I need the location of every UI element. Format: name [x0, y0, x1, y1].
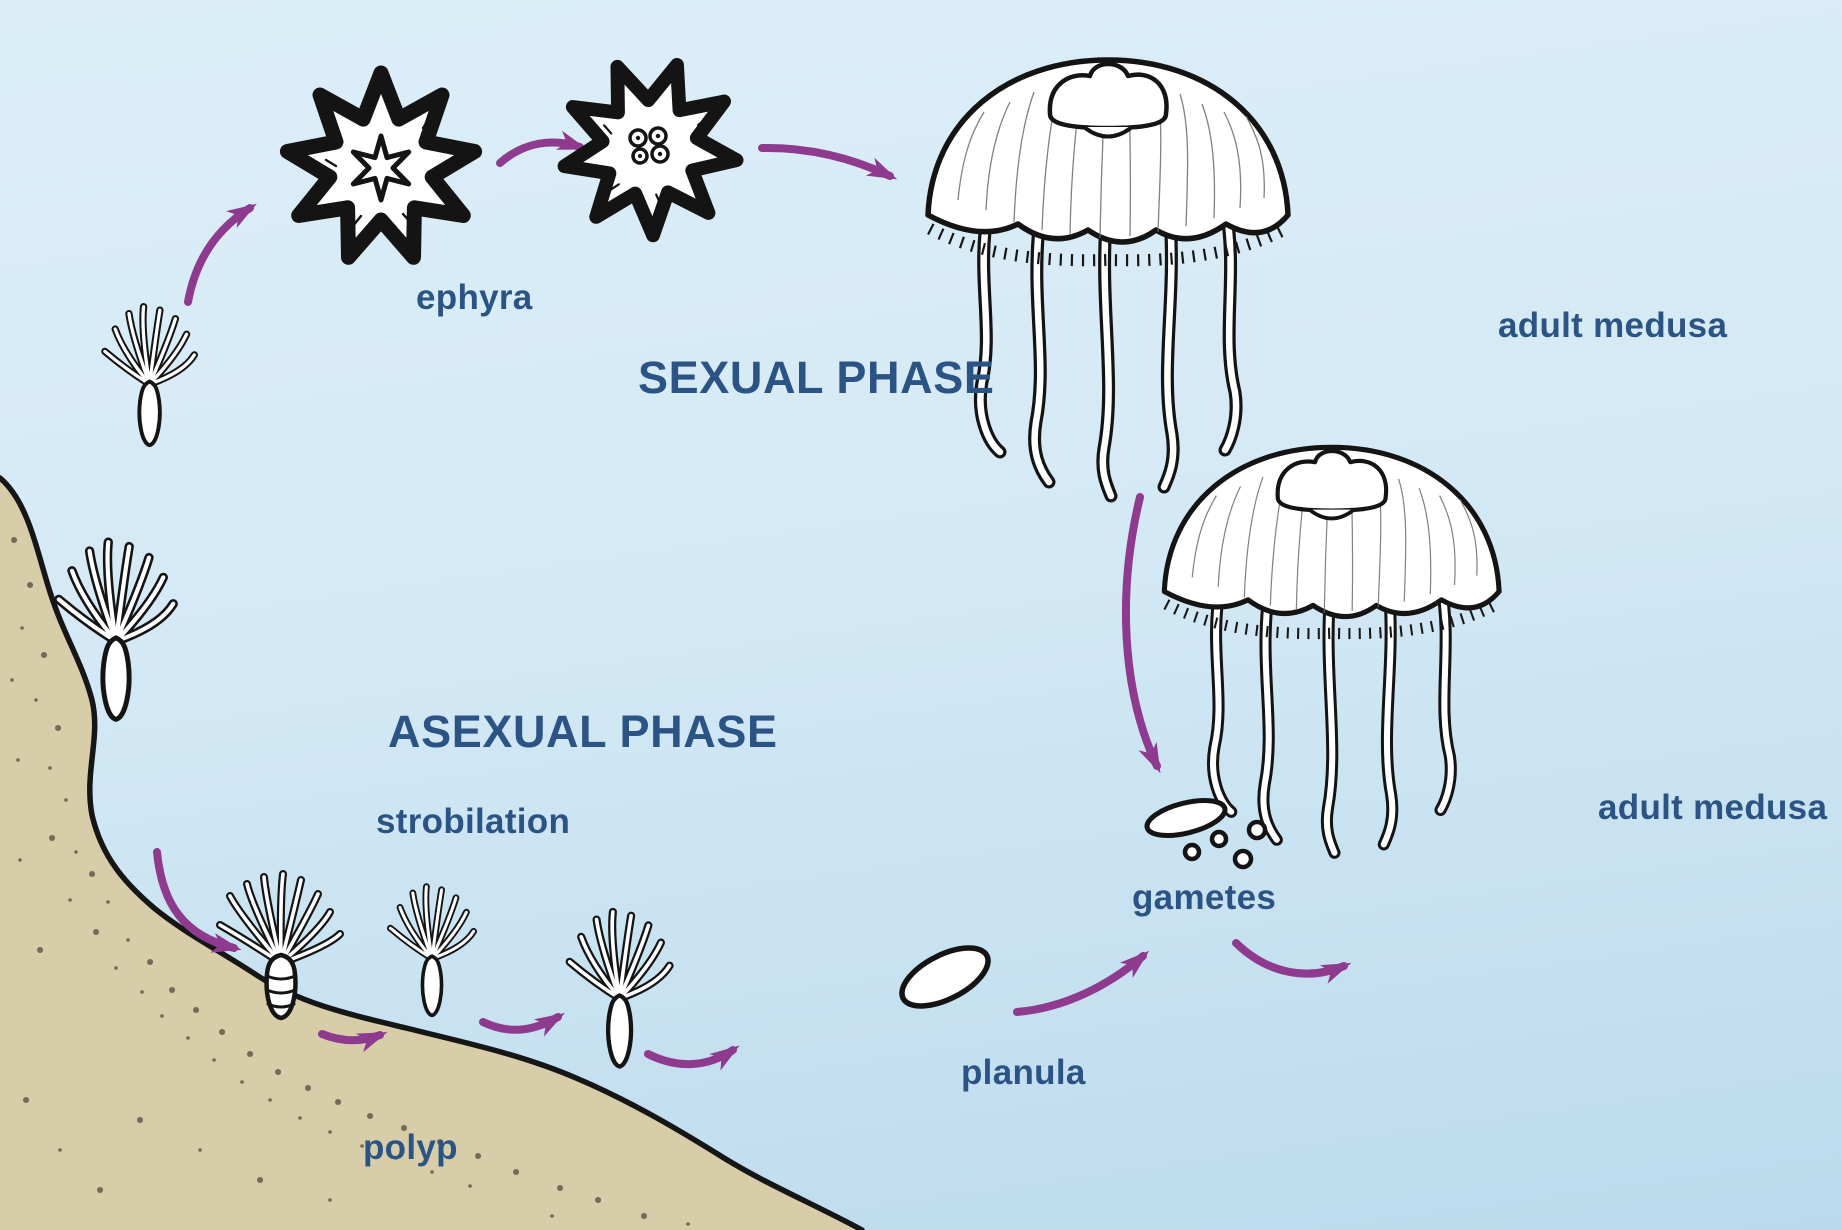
planula-larva: [899, 945, 991, 1009]
arrow-medusa-to-gametes: [1121, 493, 1161, 774]
label-adult-medusa-top: adult medusa: [1498, 306, 1728, 345]
polyp-bottom-3: [570, 912, 670, 1067]
arrow-polyp-to-polyp: [479, 1013, 565, 1037]
arrow-polyp-to-ephyra: [184, 203, 257, 306]
polyp-free-floating: [105, 307, 194, 445]
sand-fill: [0, 478, 862, 1230]
arrow-planula-to-gametes: [1013, 950, 1150, 1016]
label-gametes: gametes: [1132, 878, 1277, 917]
label-polyp: polyp: [363, 1128, 458, 1167]
label-adult-medusa-right: adult medusa: [1598, 788, 1828, 827]
polyp-bottom-2: [390, 887, 473, 1016]
strobila: [216, 870, 344, 1021]
label-strobilation: strobilation: [376, 802, 571, 841]
sand-edge-outline: [0, 475, 865, 1230]
ephyra-2-center-circles: [628, 126, 670, 165]
label-ephyra: ephyra: [416, 278, 533, 317]
arrow-ephyra-to-ephyra: [496, 130, 588, 167]
ephyra-1-center-star: [350, 133, 412, 203]
arrow-strobila-to-polyp: [318, 1030, 388, 1053]
sea-floor: [0, 475, 865, 1230]
adult-medusa-top: [928, 60, 1288, 496]
sand-speckles-small: [10, 626, 690, 1226]
heading-sexual-phase: SEXUAL PHASE: [638, 352, 995, 403]
arrow-ephyra-to-medusa: [758, 143, 898, 180]
adult-medusa-right: [1164, 447, 1499, 852]
gametes-cluster: [1144, 798, 1268, 870]
arrow-gametes-to-medusa: [1232, 939, 1352, 984]
arrow-polyp-to-strobila: [153, 848, 242, 953]
arrow-polyp-to-planula: [644, 1045, 740, 1071]
sand-speckles-large: [11, 537, 648, 1219]
label-planula: planula: [961, 1053, 1086, 1092]
strobila-segments: [265, 974, 297, 1009]
heading-asexual-phase: ASEXUAL PHASE: [388, 706, 778, 757]
flow-arrows: [153, 130, 1352, 1071]
